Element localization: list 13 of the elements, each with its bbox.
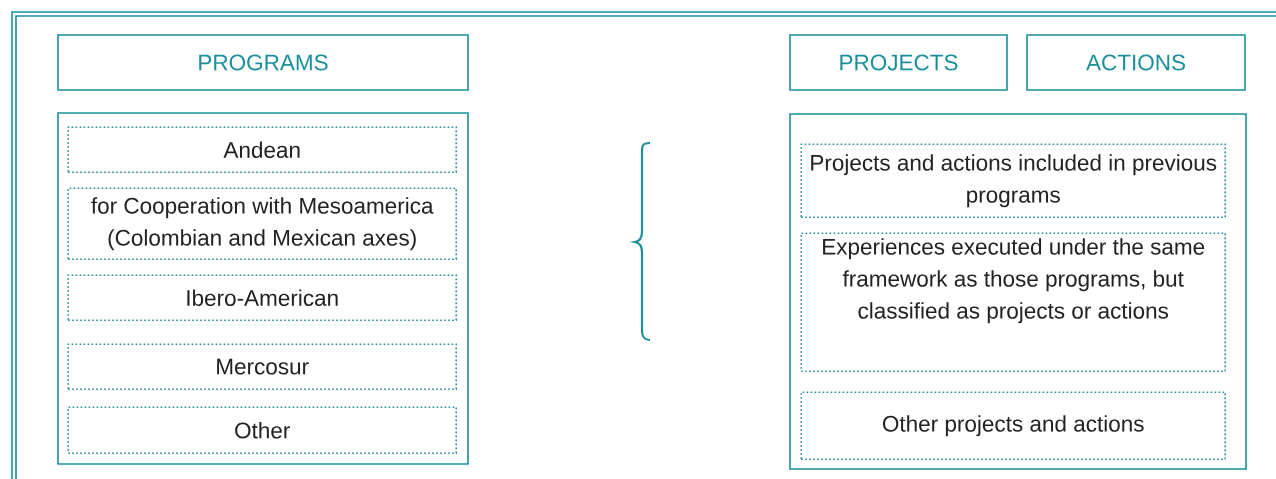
- item-box: Mercosur: [67, 343, 457, 390]
- header-box: ACTIONS: [1026, 34, 1246, 91]
- item-box: Ibero-American: [67, 274, 457, 321]
- panel-box: [57, 112, 469, 465]
- item-box: Experiences executed under the same framework as those programs, but classified as projects or actions: [800, 232, 1226, 372]
- item-box: Andean: [67, 126, 457, 173]
- item-box: Other: [67, 406, 457, 454]
- item-box: for Cooperation with Mesoamerica (Colombian and Mexican axes): [67, 187, 457, 260]
- item-box: Other projects and actions: [800, 391, 1226, 460]
- header-box: PROGRAMS: [57, 34, 469, 91]
- panel-box: [789, 113, 1247, 470]
- item-box: Projects and actions included in previous programs: [800, 143, 1226, 218]
- header-box: PROJECTS: [789, 34, 1008, 91]
